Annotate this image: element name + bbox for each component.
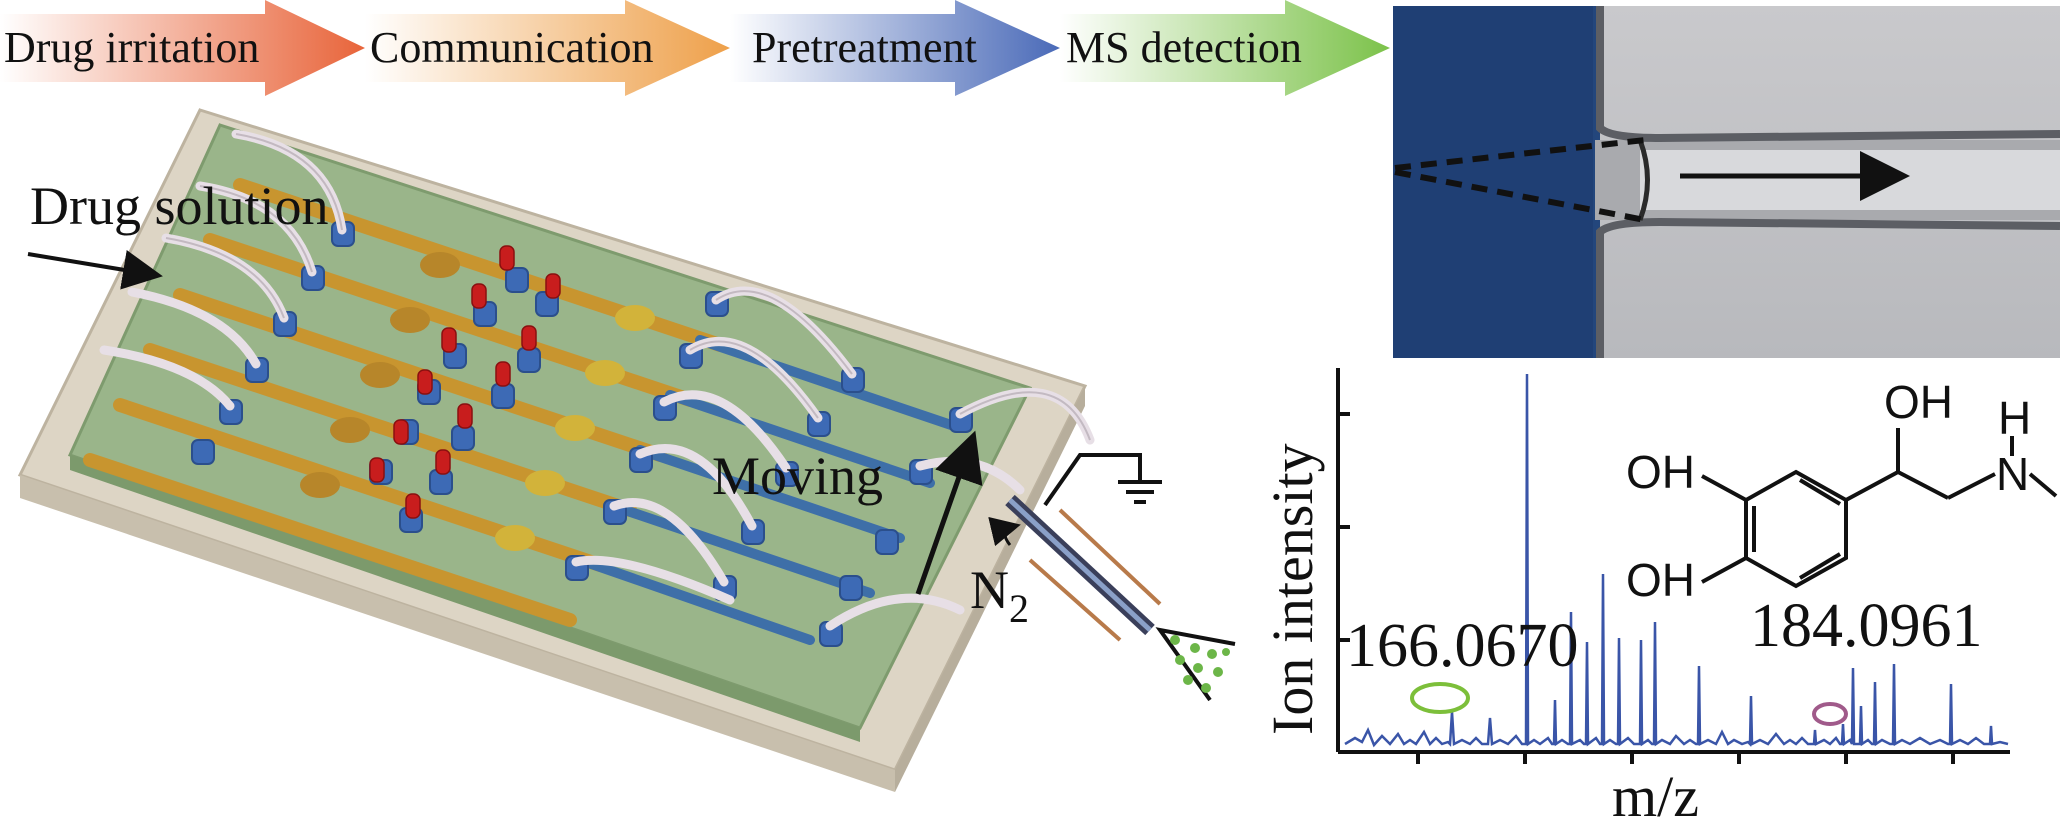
mass-spectrum: Ion intensity m/z 166.0670 184.0961 OH H… bbox=[1260, 368, 2058, 829]
tip-outline bbox=[1394, 137, 1646, 223]
workflow-step-4-label: MS detection bbox=[1066, 23, 1302, 72]
peak-label-2: 184.0961 bbox=[1750, 592, 1983, 660]
chip-chambers bbox=[300, 252, 655, 551]
workflow-arrow-3 bbox=[730, 0, 1060, 96]
molecule-atom-oh-upper: OH bbox=[1626, 446, 1695, 498]
peak-marker-2 bbox=[1812, 702, 1848, 726]
chip-ports bbox=[191, 221, 973, 647]
gas-label: N2 bbox=[970, 560, 1029, 631]
gas-arrow-icon bbox=[988, 516, 1021, 547]
spectrum-axes bbox=[1336, 368, 2010, 764]
inlet-arrow-icon bbox=[27, 250, 163, 290]
esi-emitter bbox=[988, 453, 1236, 702]
workflow-bar: Drug irritation Communication Pretreatme… bbox=[0, 0, 1390, 96]
workflow-arrow-2 bbox=[365, 0, 730, 96]
spectrum-trace bbox=[1344, 373, 2009, 748]
y-axis-label: Ion intensity bbox=[1260, 443, 1325, 735]
chip-valves bbox=[369, 245, 561, 519]
workflow-step-2-label: Communication bbox=[370, 23, 654, 72]
x-axis-label: m/z bbox=[1612, 764, 1699, 829]
molecule-atom-h: H bbox=[1998, 392, 2031, 444]
peak-marker-1 bbox=[1410, 682, 1470, 714]
molecule-atom-oh-top: OH bbox=[1884, 376, 1953, 428]
ground-wire bbox=[1043, 453, 1142, 507]
workflow-arrow-4 bbox=[1060, 0, 1390, 96]
microscope-photo bbox=[1393, 6, 2060, 358]
molecule-structure bbox=[1701, 428, 2058, 589]
spray-cone bbox=[1155, 627, 1236, 702]
inlet-label: Drug solution bbox=[30, 176, 329, 236]
ground-icon bbox=[1118, 480, 1162, 504]
molecule-atom-n: N bbox=[1996, 448, 2029, 500]
molecule-atom-oh-lower: OH bbox=[1626, 554, 1695, 606]
workflow-step-1-label: Drug irritation bbox=[4, 23, 259, 72]
peak-label-1: 166.0670 bbox=[1346, 612, 1579, 680]
moving-label: Moving bbox=[712, 446, 883, 506]
spray-droplets-icon bbox=[1170, 635, 1230, 693]
workflow-arrow-1 bbox=[0, 0, 365, 96]
workflow-step-3-label: Pretreatment bbox=[752, 23, 977, 72]
moving-arrow-icon bbox=[915, 430, 983, 595]
chip-device: Drug solution Moving N2 bbox=[17, 108, 1236, 792]
